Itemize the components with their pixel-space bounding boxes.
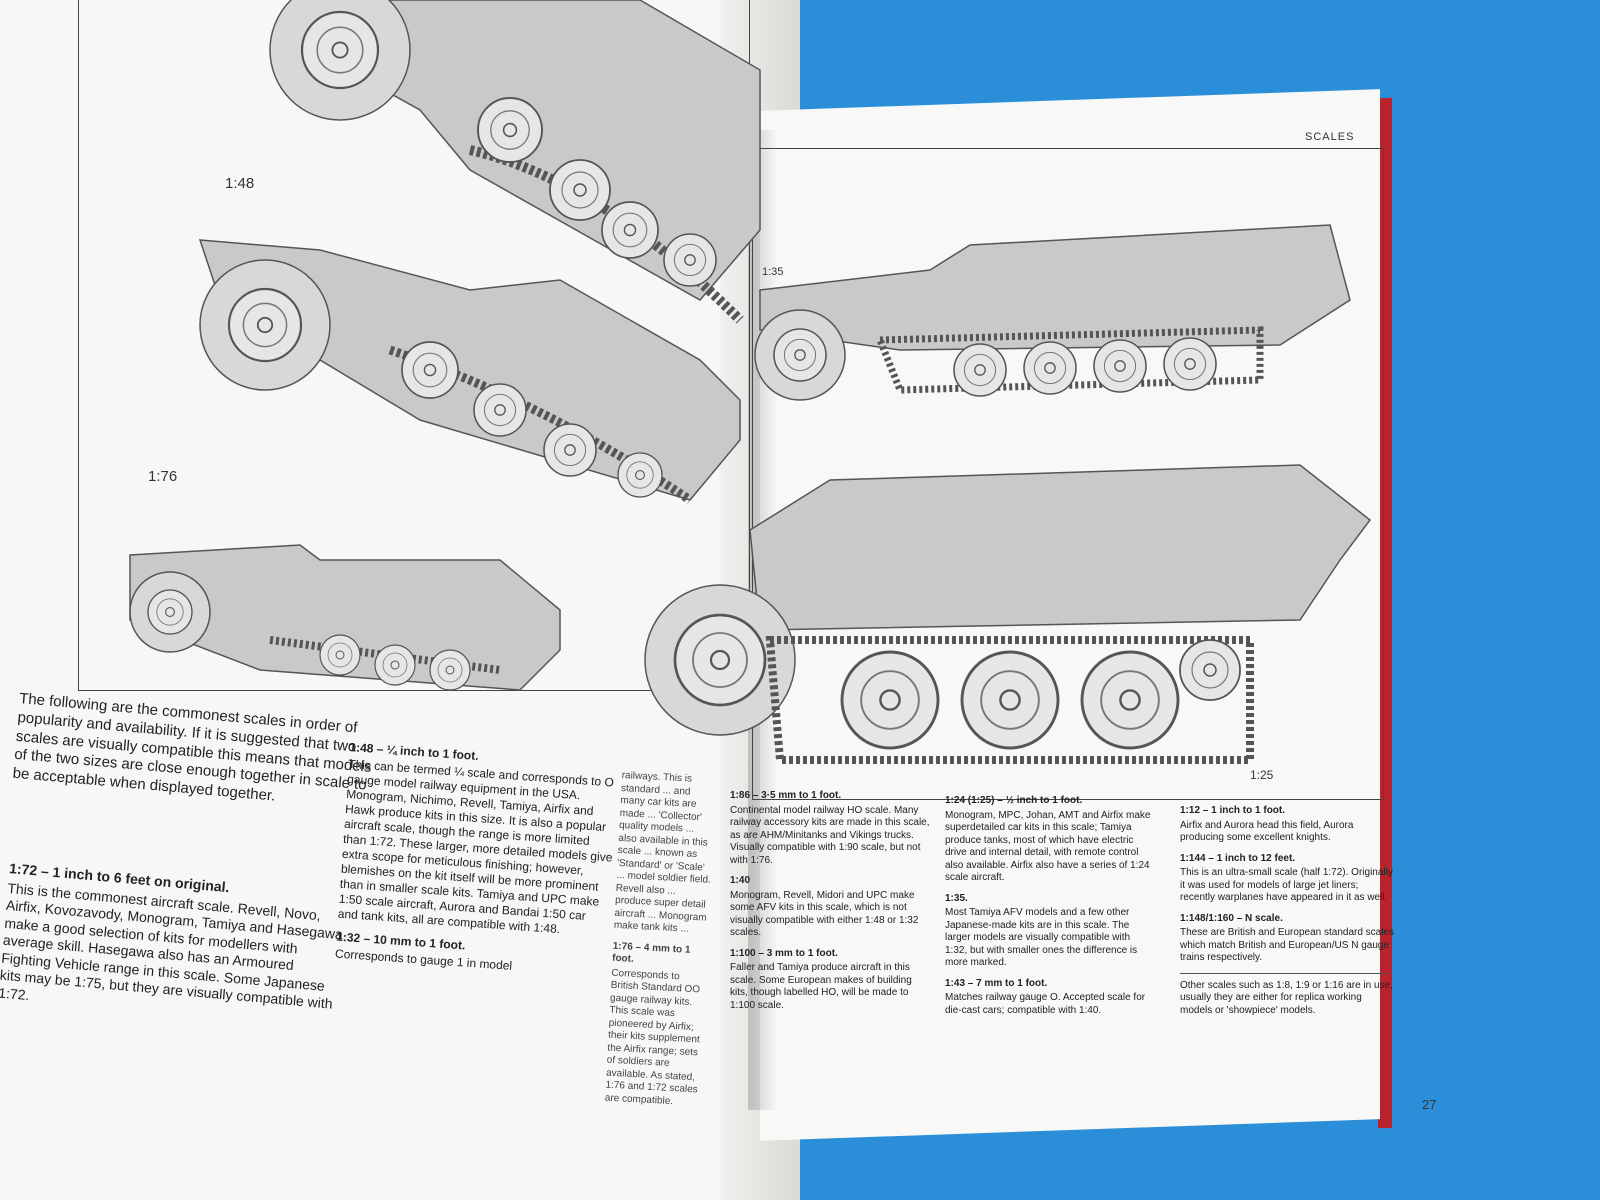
halftrack-1-76 xyxy=(198,239,741,504)
halftrack-1-48 xyxy=(269,0,761,324)
scale-heading-1-76: 1:76 – 4 mm to 1 foot. xyxy=(611,940,691,965)
scale-body-1-100: Faller and Tamiya produce aircraft in th… xyxy=(730,962,912,1011)
scale-heading-1-43: 1:43 – 7 mm to 1 foot. xyxy=(945,977,1048,989)
scale-label-1-48: 1:48 xyxy=(225,175,255,192)
scale-body-1-43: Matches railway gauge O. Accepted scale … xyxy=(945,992,1146,1016)
scale-heading-1-12: 1:12 – 1 inch to 1 foot. xyxy=(1180,805,1286,816)
halftrack-1-35 xyxy=(754,224,1351,401)
column-6: 1:12 – 1 inch to 1 foot. Airfix and Auro… xyxy=(1180,805,1395,1025)
scale-heading-1-100: 1:100 – 3 mm to 1 foot. xyxy=(730,947,838,959)
scale-heading-1-40: 1:40 xyxy=(730,875,751,886)
column-4: 1:86 – 3·5 mm to 1 foot. Continental mod… xyxy=(730,790,930,1020)
scale-heading-1-35: 1:35. xyxy=(945,892,968,904)
left-illustration-frame xyxy=(78,0,750,691)
column-3: railways. This is standard ... and many … xyxy=(604,770,717,1118)
scale-label-1-25: 1:25 xyxy=(1250,768,1274,782)
scale-label-1-76: 1:76 xyxy=(148,468,178,485)
halftrack-1-25 xyxy=(644,464,1372,764)
scale-heading-1-86: 1:86 – 3·5 mm to 1 foot. xyxy=(730,790,842,801)
right-illustration-frame xyxy=(752,148,1384,800)
scale-body-1-76: Corresponds to British Standard OO gauge… xyxy=(604,967,701,1107)
column-2: 1:48 – ¼ inch to 1 foot. This can be ter… xyxy=(334,740,619,988)
scale-body-1-144: This is an ultra-small scale (half 1:72)… xyxy=(1180,867,1393,903)
page-header: SCALES xyxy=(1305,131,1355,143)
scale-body-1-86: Continental model railway HO scale. Many… xyxy=(730,804,930,866)
scale-body-n-scale: These are British and European standard … xyxy=(1180,927,1395,963)
divider-rule xyxy=(1180,972,1390,974)
scale-body-1-12: Airfix and Aurora head this field, Auror… xyxy=(1180,819,1354,844)
scale-label-1-35: 1:35 xyxy=(762,266,784,278)
page-number: 27 xyxy=(1422,1097,1437,1112)
scale-body-1-35: Most Tamiya AFV models and a few other J… xyxy=(945,907,1138,968)
scale-body-1-24: Monogram, MPC, Johan, AMT and Airfix mak… xyxy=(945,809,1151,884)
column-1: 1:72 – 1 inch to 6 feet on original. Thi… xyxy=(0,860,349,1039)
other-scales-note: Other scales such as 1:8, 1:9 or 1:16 ar… xyxy=(1180,979,1393,1016)
column-5: 1:24 (1:25) – ½ inch to 1 foot. Monogram… xyxy=(945,795,1155,1025)
railways-text: railways. This is standard ... and many … xyxy=(613,770,712,935)
scale-heading-1-144: 1:144 – 1 inch to 12 feet. xyxy=(1180,852,1296,864)
scale-heading-n-scale: 1:148/1:160 – N scale. xyxy=(1180,912,1283,924)
scale-body-1-40: Monogram, Revell, Midori and UPC make so… xyxy=(730,889,919,939)
scale-heading-1-24: 1:24 (1:25) – ½ inch to 1 foot. xyxy=(945,795,1083,806)
halftrack-small xyxy=(129,544,561,691)
scale-body-1-48: This can be termed ¼ scale and correspon… xyxy=(337,756,615,937)
